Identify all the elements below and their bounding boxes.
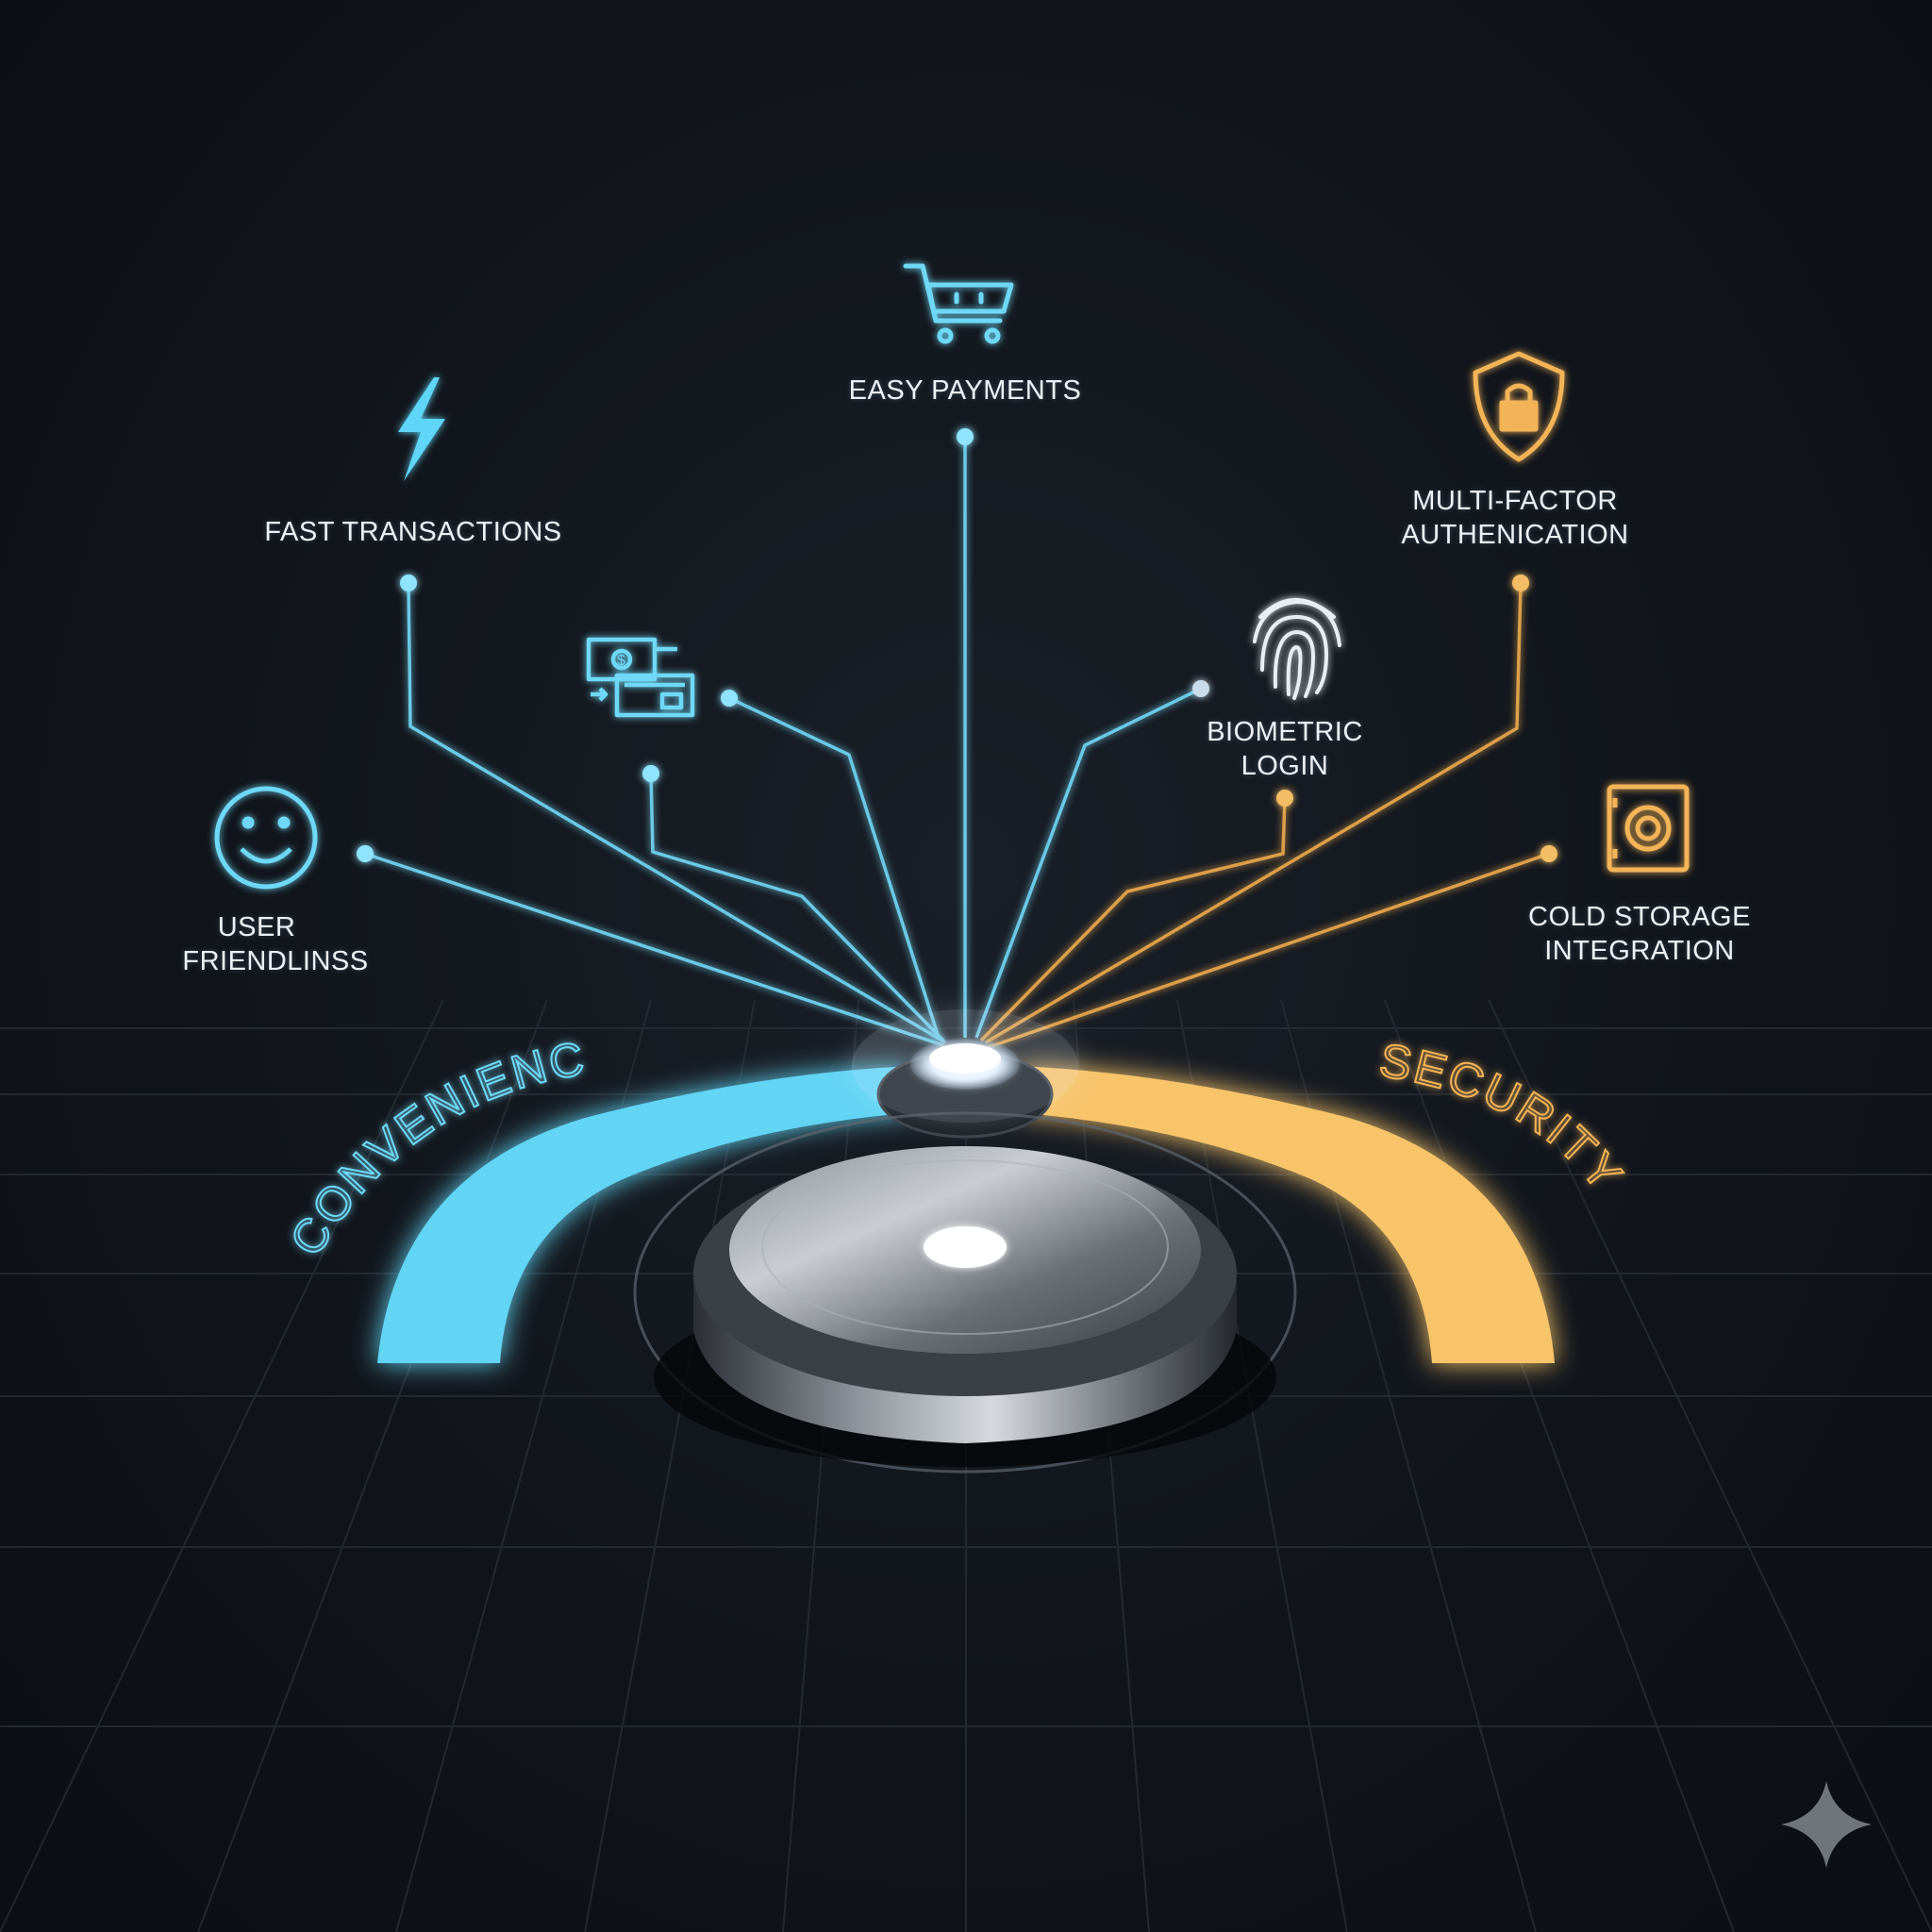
label-line: LOGIN bbox=[1241, 751, 1329, 781]
connector-cold-storage bbox=[988, 852, 1550, 1049]
connector-dot bbox=[642, 765, 659, 782]
fingerprint-icon bbox=[1253, 598, 1341, 700]
security-connector-dots bbox=[1276, 575, 1557, 862]
label-line: COLD STORAGE bbox=[1528, 902, 1751, 932]
connector-biometric-secondary bbox=[979, 797, 1287, 1042]
convenience-connector-dots bbox=[357, 428, 1209, 862]
shield-lock-icon bbox=[1473, 351, 1565, 462]
safe-vault-icon bbox=[1607, 784, 1690, 873]
security-connectors bbox=[979, 582, 1550, 1049]
knob-outer-ring bbox=[633, 1111, 1297, 1474]
svg-text:$: $ bbox=[617, 653, 625, 669]
convenience-connectors bbox=[364, 437, 1202, 1047]
sparkle-watermark-icon bbox=[1781, 1781, 1872, 1868]
label-easy-payments: EASY PAYMENTS bbox=[813, 374, 1117, 408]
label-fast-transactions: FAST TRANSACTIONS bbox=[262, 515, 564, 549]
convenience-security-arc bbox=[377, 1066, 1555, 1363]
connector-money-transfer-b bbox=[649, 773, 945, 1042]
connector-dot bbox=[400, 575, 417, 591]
connector-fast-transactions bbox=[407, 582, 946, 1044]
label-biometric-login: BIOMETRIC LOGIN bbox=[1170, 715, 1400, 783]
smiley-face-icon bbox=[214, 786, 318, 890]
label-multi-factor: MULTI-FACTOR AUTHENICATION bbox=[1374, 484, 1657, 552]
dial-knob[interactable] bbox=[633, 1111, 1297, 1474]
connector-dot bbox=[1192, 680, 1209, 697]
label-line: AUTHENICATION bbox=[1401, 520, 1629, 550]
label-line: BIOMETRIC bbox=[1207, 717, 1363, 747]
security-arc bbox=[1019, 1066, 1555, 1363]
connector-dot bbox=[957, 428, 974, 445]
connector-user-friendliness bbox=[364, 852, 944, 1047]
label-line: USER bbox=[217, 912, 296, 942]
label-line: FAST TRANSACTIONS bbox=[264, 517, 562, 547]
connector-dot bbox=[721, 690, 738, 707]
shopping-cart-icon bbox=[903, 263, 1014, 344]
connector-money-transfer-a bbox=[728, 696, 941, 1039]
label-cold-storage: COLD STORAGE INTEGRATION bbox=[1491, 900, 1789, 968]
connector-dot bbox=[357, 845, 374, 862]
convenience-arc bbox=[377, 1066, 910, 1363]
money-transfer-icon: $ bbox=[586, 637, 695, 718]
label-user-friendliness: USER FRIENDLINSS bbox=[162, 910, 389, 978]
label-line: FRIENDLINSS bbox=[182, 946, 369, 976]
label-line: EASY PAYMENTS bbox=[848, 375, 1082, 406]
knob-indicator-light bbox=[924, 1226, 1007, 1268]
connector-biometric-login bbox=[974, 687, 1202, 1039]
convenience-label: CONVENIENCE bbox=[0, 0, 591, 1265]
lightning-bolt-icon bbox=[398, 377, 445, 481]
connector-multi-factor bbox=[985, 582, 1523, 1044]
connector-dot bbox=[1512, 575, 1529, 591]
label-line: MULTI-FACTOR bbox=[1412, 486, 1618, 516]
connector-dot bbox=[1541, 845, 1557, 862]
connector-dot bbox=[1276, 790, 1293, 807]
label-line: INTEGRATION bbox=[1544, 936, 1735, 966]
hub bbox=[852, 1009, 1078, 1139]
